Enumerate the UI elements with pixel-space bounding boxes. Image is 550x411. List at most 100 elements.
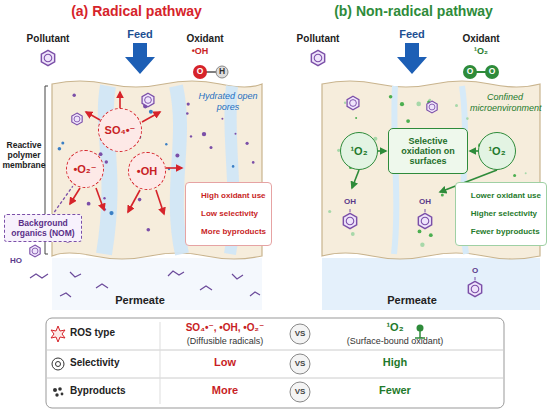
vs-mark: VS — [295, 329, 306, 339]
texture-dot — [466, 117, 469, 120]
feed-arrow — [125, 43, 155, 74]
pathway-panel: (b) Non-radical pathway¹O₂Selective oxid… — [277, 0, 550, 315]
radical-circle: SO₄•⁻ — [98, 108, 142, 152]
texture-dot — [420, 243, 424, 247]
output-label: Permeate — [387, 294, 437, 307]
node-text: Low selectivity — [201, 205, 266, 223]
texture-dot — [202, 132, 206, 136]
radical-circle: •OH — [128, 152, 166, 190]
texture-dot — [328, 210, 331, 213]
bond — [425, 209, 426, 212]
texture-dot — [105, 160, 108, 163]
texture-dot — [190, 135, 192, 137]
texture-dot — [210, 146, 213, 149]
texture-dot — [246, 142, 249, 145]
quinone-icon — [468, 281, 481, 296]
phenol-icon — [343, 213, 356, 228]
texture-dot — [344, 102, 346, 104]
row-header: ROS type — [70, 327, 115, 339]
texture-dot — [147, 228, 151, 232]
texture-dot — [418, 230, 422, 234]
texture-dot — [165, 143, 167, 145]
texture-dot — [525, 172, 527, 174]
benzene-icon — [30, 245, 40, 257]
byproduct-fragments — [30, 271, 260, 297]
group-label: OH — [344, 197, 356, 207]
node-text: More byproducts — [201, 223, 266, 241]
input-label: Pollutant — [27, 33, 70, 45]
node-text: Background organics (NOM) — [9, 218, 77, 238]
organics-box: Background organics (NOM) — [4, 214, 82, 242]
input-label: Pollutant — [297, 33, 340, 45]
leader-line — [54, 186, 72, 212]
oxidant-circle: ¹O₂ — [340, 132, 378, 170]
table-cell: More — [212, 384, 238, 397]
texture-dot — [187, 103, 190, 106]
node-text: High oxidant use — [201, 187, 266, 205]
comparison-table — [46, 318, 504, 408]
texture-dot — [513, 174, 516, 177]
table-cell: Fewer — [379, 384, 411, 397]
atom-label: O — [197, 66, 204, 76]
permeate-zone — [52, 258, 262, 310]
texture-dot — [221, 118, 223, 120]
texture-dot — [186, 112, 189, 115]
panel-title: (a) Radical pathway — [0, 3, 273, 19]
group-label: O — [472, 266, 478, 276]
texture-dot — [61, 142, 64, 145]
texture-dot — [400, 102, 404, 106]
benzene-icon — [427, 101, 437, 113]
node-text: Fewer byproducts — [471, 223, 541, 241]
node-text: Lower oxidant use — [471, 187, 541, 205]
part-label: Confined microenvironment — [470, 92, 540, 114]
input-label: Oxidant — [186, 33, 223, 45]
table-cell: SO₄•⁻, •OH, •O₂⁻ — [186, 322, 265, 334]
species-label: •OH — [192, 46, 209, 57]
input-label: Feed — [127, 28, 153, 41]
part-label: Reactive polymer membrane — [1, 140, 47, 171]
texture-dot — [103, 197, 105, 199]
texture-dot — [138, 198, 142, 202]
texture-dot — [235, 133, 237, 135]
texture-dot — [232, 165, 235, 168]
atom-label: O — [467, 66, 474, 76]
membrane-b — [322, 81, 540, 259]
radical-circle: •O₂⁻ — [66, 150, 104, 188]
part-label: Hydrated open pores — [197, 91, 259, 113]
atom-label: O — [489, 66, 496, 76]
group-label: OH — [419, 197, 431, 207]
node-text: ¹O₂ — [350, 145, 367, 157]
node-text: Selective oxidation on surfaces — [393, 136, 463, 166]
benzene-icon — [311, 50, 324, 65]
texture-dot — [87, 202, 91, 206]
group-label: HO — [10, 256, 22, 266]
phenol-icon — [418, 213, 431, 228]
species-label: ¹O₂ — [474, 46, 488, 57]
input-label: Oxidant — [462, 33, 499, 45]
texture-dot — [109, 211, 113, 215]
texture-dot — [355, 117, 357, 119]
vs-mark: VS — [295, 387, 306, 397]
table-cell: (Surface-bound oxidant) — [347, 336, 444, 347]
bond — [350, 209, 351, 212]
atom — [463, 65, 477, 79]
texture-dot — [429, 233, 433, 237]
tradeoff-box: High oxidant useLow selectivityMore bypr… — [185, 182, 272, 246]
texture-dot — [406, 119, 410, 123]
input-label: Feed — [399, 28, 425, 41]
feed-arrow — [397, 43, 427, 74]
node-text: •OH — [137, 165, 157, 177]
texture-dot — [351, 232, 355, 236]
vs-mark: VS — [295, 359, 306, 369]
benzene-icon — [41, 50, 54, 65]
texture-dot — [441, 194, 444, 197]
benzene-icon — [347, 96, 359, 110]
atom — [193, 65, 207, 79]
node-text: ¹O₂ — [488, 145, 505, 157]
pathway-panel: (a) Radical pathwaySO₄•⁻•O₂⁻ •OH Backgroun… — [0, 0, 273, 315]
row-header: Byproducts — [70, 385, 126, 397]
texture-dot — [389, 95, 393, 99]
texture-dot — [455, 104, 458, 107]
benzene-icon — [72, 113, 82, 125]
